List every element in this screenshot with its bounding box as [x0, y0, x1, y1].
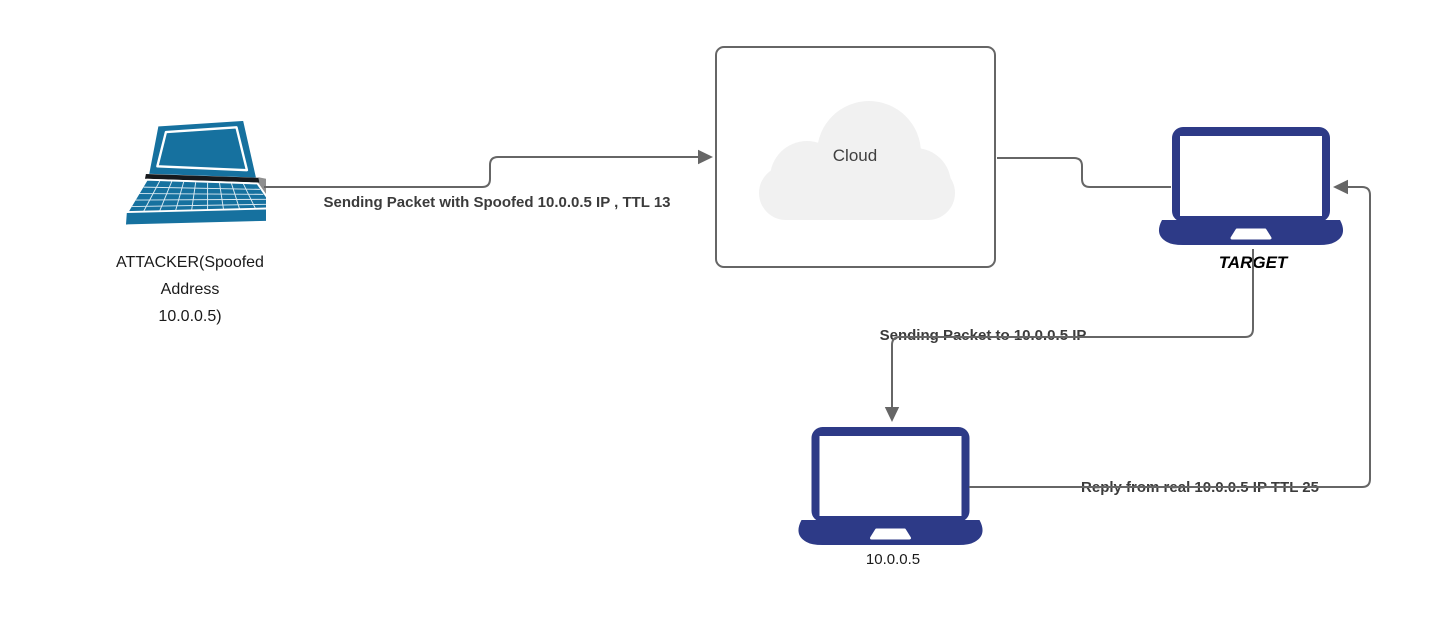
edge-cloud-to-target: [997, 157, 1171, 188]
edge-attacker-to-cloud: [264, 156, 698, 188]
real-host-label: 10.0.0.5: [865, 551, 921, 568]
target-laptop-icon: [1158, 127, 1344, 245]
cloud-container: [715, 46, 996, 268]
attacker-label: ATTACKER(Spoofed Address 10.0.0.5): [84, 249, 296, 330]
cloud-icon: [759, 101, 955, 220]
attacker-label-line1: ATTACKER(Spoofed: [116, 254, 264, 271]
edge-label-spoofed-packet: Sending Packet with Spoofed 10.0.0.5 IP …: [323, 194, 671, 211]
edge-target-to-real-host-arrowhead: [884, 407, 900, 422]
edge-label-sending-packet: Sending Packet to 10.0.0.5 IP: [879, 327, 1087, 344]
edge-attacker-to-cloud-arrowhead: [698, 149, 713, 165]
target-label: TARGET: [1218, 253, 1288, 272]
cloud-label: Cloud: [832, 146, 878, 165]
real-host-laptop-icon: [798, 427, 983, 545]
attacker-label-line2: Address: [160, 281, 220, 298]
attacker-label-line3: 10.0.0.5): [158, 308, 222, 325]
edge-label-reply: Reply from real 10.0.0.5 IP TTL 25: [1081, 479, 1319, 496]
attacker-laptop-icon: [124, 118, 266, 227]
